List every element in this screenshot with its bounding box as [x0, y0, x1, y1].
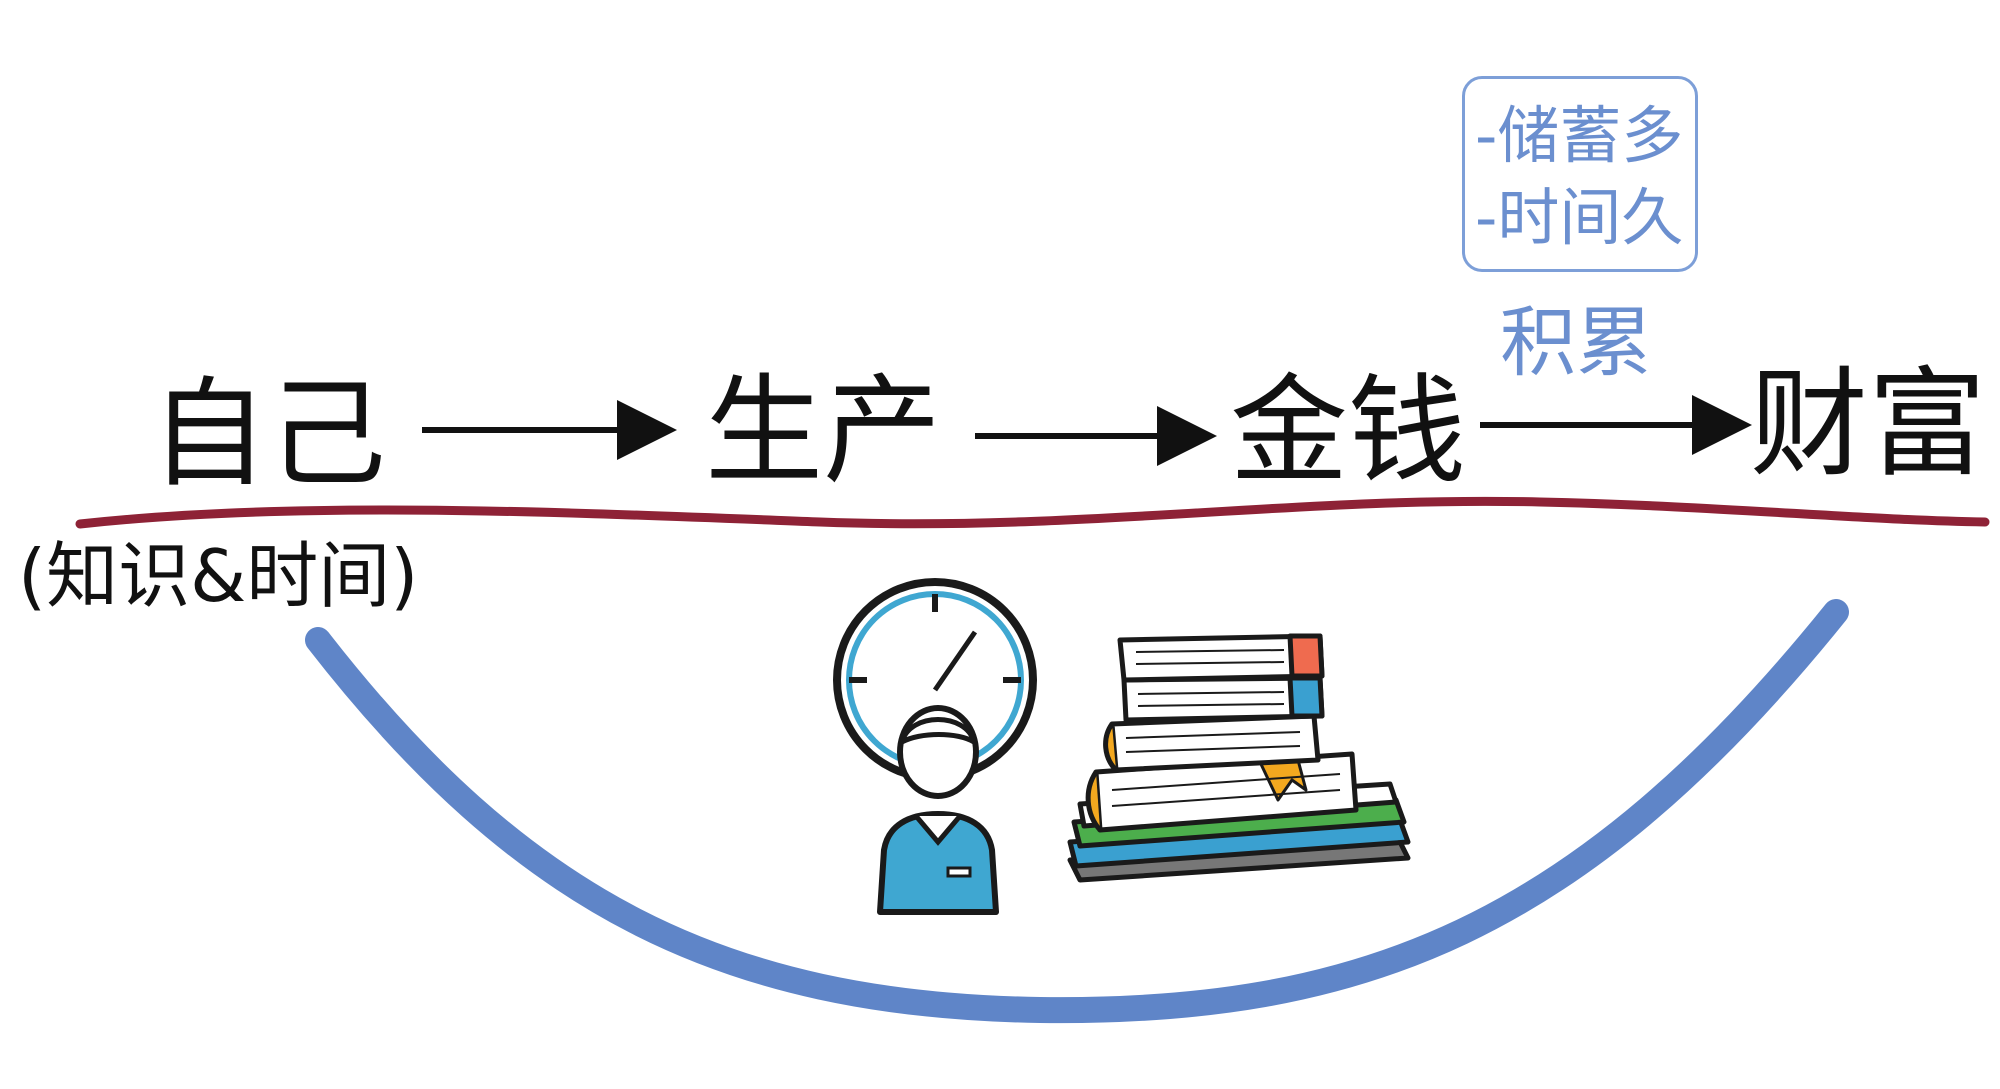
note-line-time: -时间久	[1475, 181, 1684, 254]
person-icon	[877, 705, 999, 915]
step-self-sub-label: (知识&时间)	[18, 534, 419, 618]
step-production-label: 生产	[705, 362, 942, 500]
accumulate-label: 积累	[1500, 298, 1652, 387]
book-stack-icon	[1067, 633, 1411, 883]
step-money-label: 金钱	[1230, 362, 1467, 500]
accumulation-curve	[305, 599, 1849, 1024]
step-wealth-label: 财富	[1750, 355, 1987, 493]
step-self-label: 自己	[150, 365, 387, 503]
note-box: -储蓄多 -时间久	[1462, 76, 1698, 272]
baseline-line	[75, 496, 1990, 529]
clock-icon	[833, 578, 1037, 782]
note-line-savings: -储蓄多	[1475, 99, 1684, 172]
